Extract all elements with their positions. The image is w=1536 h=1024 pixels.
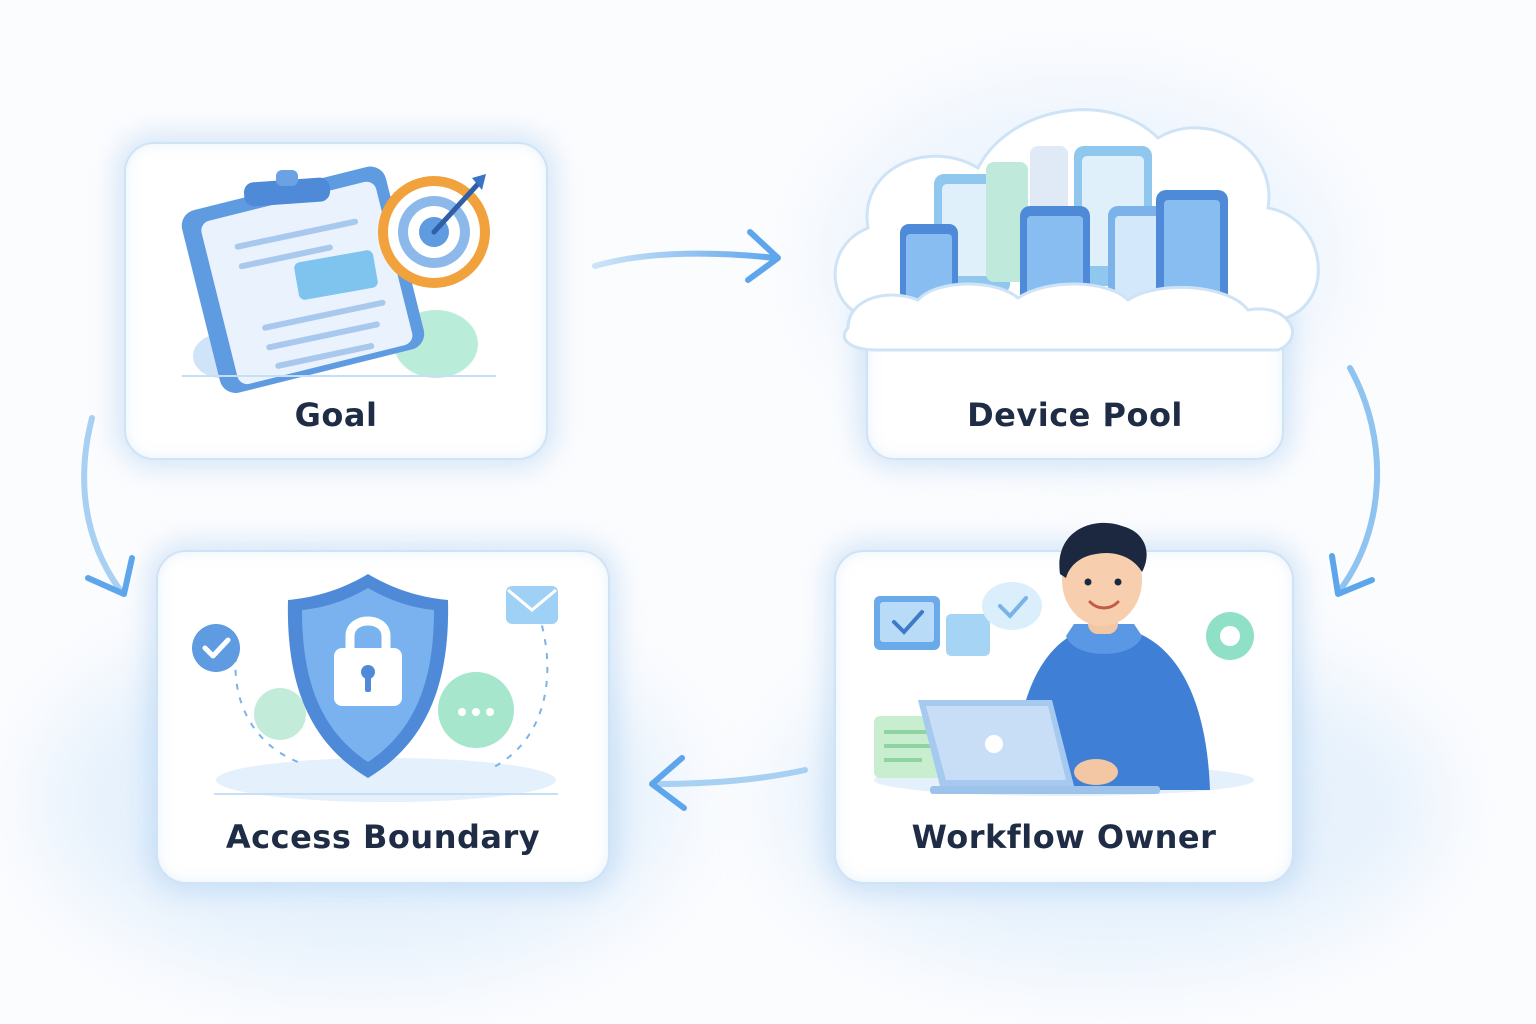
workflow-owner-illustration xyxy=(874,522,1254,796)
arrow-head xyxy=(85,555,135,597)
node-access-boundary[interactable]: Access Boundary xyxy=(156,550,610,884)
monitor-check-icon xyxy=(874,596,990,656)
arrow-head xyxy=(745,229,781,283)
arrow-device-pool-to-workflow-owner xyxy=(1337,365,1381,593)
check-badge-icon xyxy=(192,624,240,672)
lock-icon xyxy=(334,616,402,706)
arrow-workflow-owner-to-access-boundary xyxy=(652,767,808,787)
clipboard-icon xyxy=(181,166,425,393)
target-icon xyxy=(378,174,490,288)
node-label-device-pool: Device Pool xyxy=(967,396,1183,434)
document-icon xyxy=(874,716,942,778)
chat-bubble-icon xyxy=(254,672,514,748)
node-goal[interactable]: Goal xyxy=(124,142,548,460)
laptop-icon xyxy=(918,700,1160,794)
goal-illustration xyxy=(181,166,496,393)
arrow-goal-to-access-boundary xyxy=(81,415,123,593)
arrow-goal-to-device-pool xyxy=(592,250,778,269)
arrow-head xyxy=(649,755,687,811)
node-label-access-boundary: Access Boundary xyxy=(225,818,541,856)
node-label-workflow-owner: Workflow Owner xyxy=(911,818,1217,856)
cloud-base xyxy=(842,282,1294,352)
cloud-icon xyxy=(833,108,1320,352)
device-phones xyxy=(900,146,1228,312)
envelope-icon xyxy=(506,586,558,624)
arrow-head xyxy=(1329,553,1375,597)
access-boundary-illustration xyxy=(192,574,558,802)
node-label-goal: Goal xyxy=(294,396,378,434)
check-bubble-icon xyxy=(982,582,1042,630)
gear-icon xyxy=(1206,612,1254,660)
